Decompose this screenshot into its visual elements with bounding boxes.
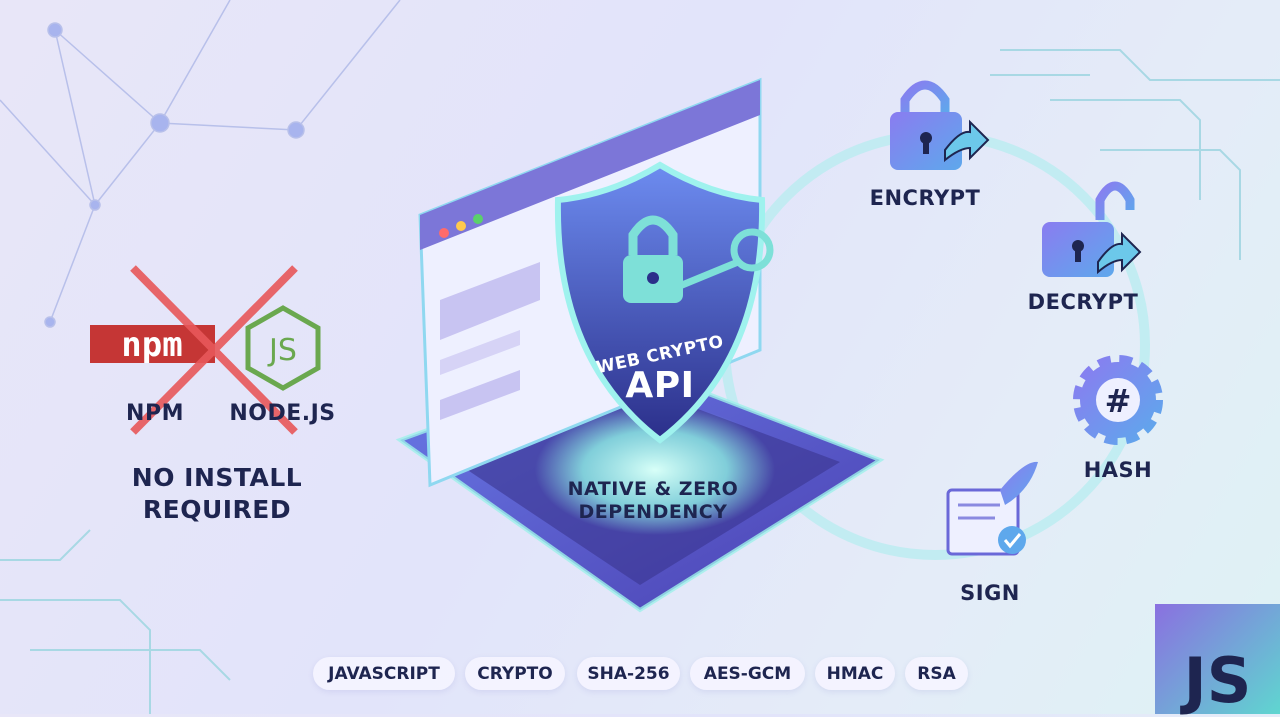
svg-text:npm: npm bbox=[121, 325, 182, 365]
svg-text:JS: JS bbox=[267, 333, 297, 368]
tag-sha256: SHA-256 bbox=[577, 657, 680, 690]
tag-crypto: CRYPTO bbox=[465, 657, 565, 690]
nodejs-logo: JS bbox=[245, 305, 321, 391]
decrypt-unlock-icon bbox=[1042, 181, 1142, 277]
tag-javascript: JAVASCRIPT bbox=[313, 657, 455, 690]
tag-aes-gcm: AES-GCM bbox=[690, 657, 805, 690]
sign-document-icon bbox=[946, 461, 1038, 556]
nodejs-label: NODE.JS bbox=[229, 401, 336, 426]
caption-line1: NATIVE & ZERO bbox=[567, 478, 739, 500]
caption-line2: DEPENDENCY bbox=[578, 501, 728, 523]
red-cross-icon bbox=[130, 265, 298, 435]
js-badge: JS bbox=[1155, 604, 1280, 714]
encrypt-label: ENCRYPT bbox=[869, 186, 981, 210]
hash-label: HASH bbox=[1083, 458, 1153, 482]
shield-icon bbox=[554, 161, 774, 444]
hash-gear-icon: # bbox=[1073, 355, 1163, 445]
tagline-line1: NO INSTALL bbox=[131, 463, 303, 492]
glow-disc bbox=[535, 405, 775, 535]
decrypt-label: DECRYPT bbox=[1027, 290, 1139, 314]
key-icon bbox=[730, 228, 774, 272]
tag-rsa: RSA bbox=[905, 657, 968, 690]
network-pattern bbox=[0, 0, 401, 328]
sign-label: SIGN bbox=[960, 581, 1020, 605]
npm-label: NPM bbox=[126, 401, 184, 426]
js-badge-text: JS bbox=[1183, 644, 1252, 717]
tagline-line2: REQUIRED bbox=[142, 495, 292, 524]
circuit-pattern bbox=[0, 49, 1280, 714]
shield-api: API bbox=[625, 365, 695, 406]
svg-text:#: # bbox=[1105, 382, 1132, 420]
encrypt-lock-icon bbox=[890, 80, 990, 170]
tag-hmac: HMAC bbox=[815, 657, 895, 690]
